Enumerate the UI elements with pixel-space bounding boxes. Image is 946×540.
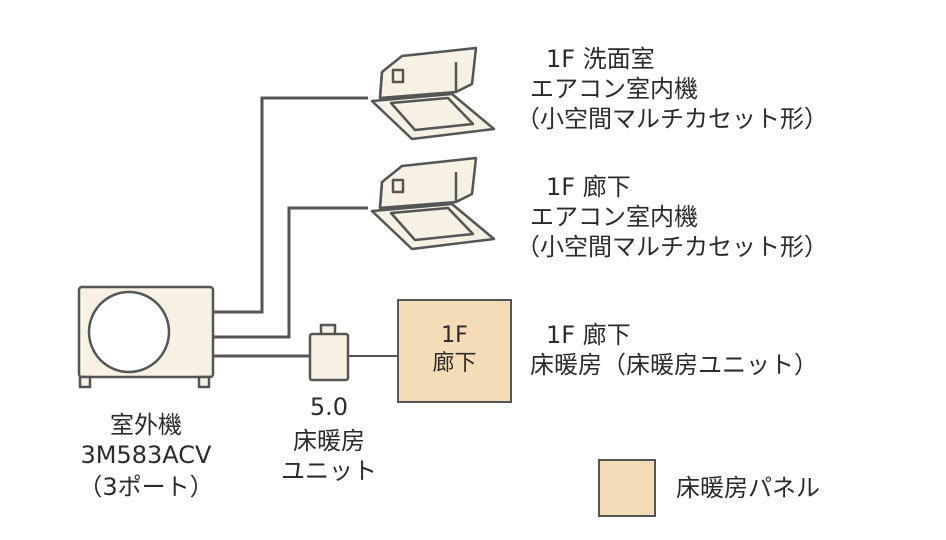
indoor-unit-1-icon — [370, 46, 496, 141]
outdoor-unit-ports: （3ポート） — [78, 473, 214, 501]
outdoor-unit-icon — [77, 285, 215, 389]
indoor-unit-1-location: 1F 洗面室 — [546, 45, 655, 73]
indoor-unit-2-type: エアコン室内機 — [530, 203, 698, 231]
outdoor-unit-model: 3M583ACV — [80, 441, 212, 469]
pipe-to-indoor-unit-2 — [214, 206, 368, 339]
floor-heating-unit-label-1: 床暖房 — [293, 427, 365, 455]
outdoor-unit-label: 室外機 — [110, 411, 182, 439]
floor-heating-unit-label-2: ユニット — [281, 457, 377, 485]
pipe-to-indoor-unit-1 — [214, 96, 368, 314]
floor-heating-location: 1F 廊下 — [546, 321, 631, 349]
panel-label-location: 廊下 — [432, 351, 477, 376]
floor-heating-panel — [397, 299, 512, 403]
floor-heating-unit-capacity: 5.0 — [309, 393, 349, 421]
refrigerant-lines — [214, 96, 398, 358]
floor-heating-unit-icon — [308, 323, 350, 382]
panel-label-floor: 1F — [441, 323, 468, 348]
indoor-unit-2-location: 1F 廊下 — [546, 173, 631, 201]
indoor-unit-2-model: （小空間マルチカセット形） — [516, 233, 828, 261]
legend-label: 床暖房パネル — [676, 474, 820, 502]
indoor-unit-2-icon — [370, 156, 496, 251]
indoor-unit-1-type: エアコン室内機 — [530, 75, 698, 103]
floor-heating-description: 床暖房（床暖房ユニット） — [530, 351, 818, 379]
legend-swatch — [598, 459, 656, 517]
indoor-unit-1-model: （小空間マルチカセット形） — [516, 105, 828, 133]
